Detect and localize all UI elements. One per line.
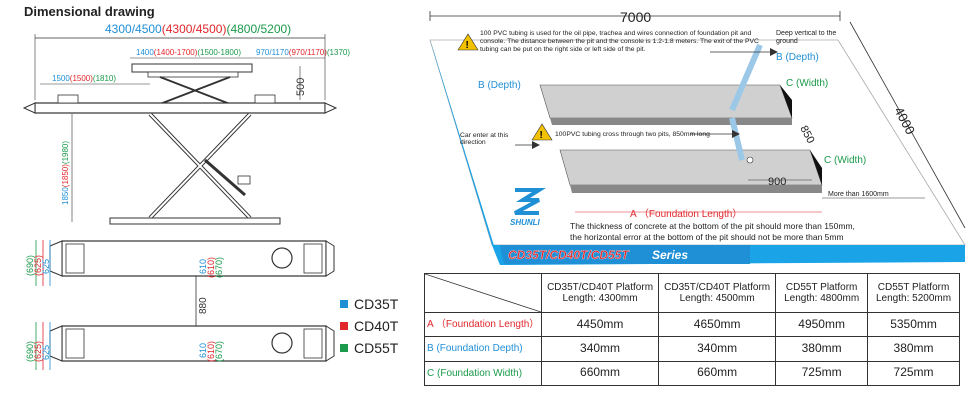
brand-label: SHUNLI: [510, 218, 541, 227]
table-cell: 4950mm: [775, 311, 869, 338]
pvc-note-1: 100 PVC tubing is used for the oil pipe,…: [480, 30, 759, 53]
svg-text:1400(1400-1700)(1500-1800): 1400(1400-1700)(1500-1800): [136, 48, 241, 57]
width-left-green-1: (690): [25, 255, 35, 276]
overall-length-green: (4800/5200): [226, 22, 291, 36]
pvc-note-2: 100PVC tubing cross through two pits, 85…: [555, 131, 710, 138]
table-corner: [424, 273, 542, 313]
width-left-blue-2: 625: [41, 345, 51, 360]
width-left-red-1: (625): [33, 255, 43, 276]
overall-length-red: (4300/4500): [162, 22, 227, 36]
platform-len-green: (1500-1800): [197, 48, 241, 57]
header-cell: CD35T/CD40T Platform Length: 4300mm: [540, 273, 660, 313]
width-mid-blue-1: 610: [198, 259, 208, 274]
width-mid-green-1: (670): [214, 257, 224, 278]
table-cell: 380mm: [775, 336, 869, 362]
concrete-note-1: The thickness of concrete at the bottom …: [570, 221, 855, 231]
svg-text:!: !: [540, 130, 543, 141]
header-cell: CD55T Platform Length: 4800mm: [775, 273, 869, 313]
table-cell: 340mm: [540, 336, 660, 362]
extension-len-red: (970/1170): [289, 48, 327, 57]
legend-cd35t: CD35T: [340, 296, 398, 312]
platform-len-red: (1400-1700): [154, 48, 198, 57]
pit-length-label: 7000: [620, 9, 651, 25]
width-left-blue-1: 625: [41, 259, 51, 274]
a-length-label: A （Foundation Length）: [630, 208, 742, 220]
c-width-top: C (Width): [786, 78, 828, 89]
svg-text:4300/4500(4300/4500)(4800/5200: 4300/4500(4300/4500)(4800/5200): [105, 22, 291, 36]
lower-len-blue: 1500: [52, 74, 70, 83]
width-mid-red-2: (610): [206, 341, 216, 362]
spec-table: CD35T/CD40T Platform Length: 4300mm CD35…: [424, 273, 960, 387]
shunli-logo: [512, 186, 546, 216]
extension-len-green: (1370): [327, 48, 350, 57]
table-cell: 4450mm: [540, 311, 660, 338]
width-mid-blue-2: 610: [198, 343, 208, 358]
deep-vertical-label: Deep vertical to the ground: [776, 30, 837, 45]
concrete-note-2: the horizontal error at the bottom of th…: [570, 232, 844, 242]
svg-text:1500(1500)(1810): 1500(1500)(1810): [52, 74, 116, 83]
row-label-b: B (Foundation Depth): [424, 336, 542, 362]
max-height-red: (1850): [61, 164, 70, 187]
lower-len-green: (1810): [93, 74, 116, 83]
series-word: Series: [652, 248, 688, 262]
header-cell: CD35T/CD40T Platform Length: 4500mm: [658, 273, 777, 313]
table-cell: 4650mm: [658, 311, 777, 338]
car-enter-label: Car enter at this direction: [460, 132, 509, 147]
row-label-a: A （Foundation Length）: [424, 311, 542, 338]
table-cell: 725mm: [867, 360, 960, 387]
svg-text:970/1170(970/1170)(1370): 970/1170(970/1170)(1370): [256, 48, 350, 57]
table-cell: 660mm: [540, 360, 660, 387]
lift-drawing: 4300/4500(4300/4500)(4800/5200) 1400(140…: [22, 22, 350, 370]
row-label-c: C (Foundation Width): [424, 360, 542, 387]
table-cell: 380mm: [867, 336, 960, 362]
svg-text:!: !: [466, 40, 469, 51]
width-left-green-2: (690): [25, 341, 35, 362]
series-models: CD35T/CD40T/CD55T: [508, 248, 630, 262]
height-label: 500: [295, 78, 307, 96]
page-title: Dimensional drawing: [24, 4, 155, 19]
lower-len-red: (1500): [70, 74, 93, 83]
legend-cd55t: CD55T: [340, 340, 398, 356]
max-height-blue: 1850: [61, 187, 70, 205]
svg-text:1850(1850)(1980): 1850(1850)(1980): [61, 141, 70, 205]
pit-diagram: 7000 4000 ! ! 850 900 More than 1600mm A…: [429, 9, 966, 265]
table-cell: 660mm: [658, 360, 777, 387]
platform-len-blue: 1400: [136, 48, 154, 57]
extension-len-blue: 970/1170: [256, 48, 289, 57]
width-left-red-2: (625): [33, 341, 43, 362]
max-height-green: (1980): [61, 141, 70, 164]
table-cell: 340mm: [658, 336, 777, 362]
spacing-label: 880: [198, 297, 209, 314]
b-depth-top: B (Depth): [776, 52, 819, 63]
header-cell: CD55T Platform Length: 5200mm: [867, 273, 960, 313]
more-than-label: More than 1600mm: [828, 191, 889, 198]
table-cell: 5350mm: [867, 311, 960, 338]
legend-cd40t: CD40T: [340, 318, 398, 334]
width-mid-red-1: (610): [206, 257, 216, 278]
dim-900: 900: [768, 176, 786, 188]
overall-length-blue: 4300/4500: [105, 22, 162, 36]
c-width-bottom: C (Width): [824, 155, 866, 166]
table-cell: 725mm: [775, 360, 869, 387]
width-mid-green-2: (670): [214, 341, 224, 362]
b-depth-left: B (Depth): [478, 80, 521, 91]
